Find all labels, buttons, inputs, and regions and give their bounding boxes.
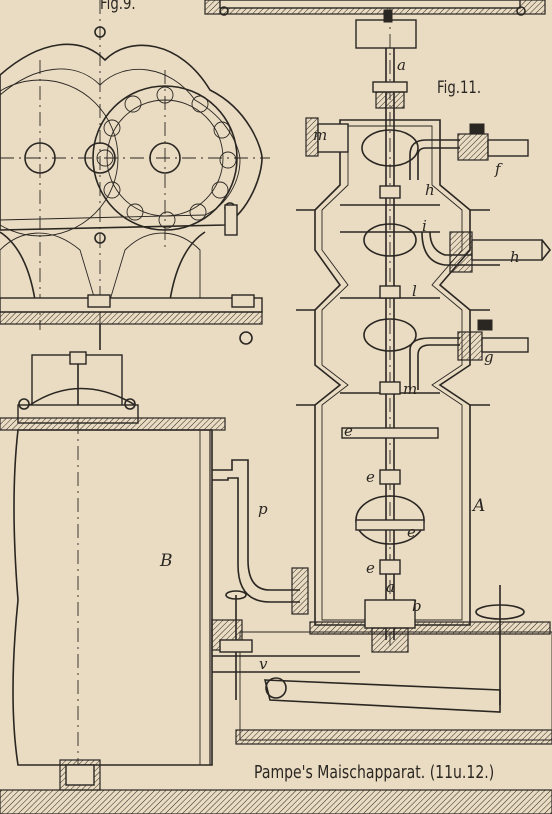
fig11-mash-column (235, 8, 552, 745)
label-g: g (484, 348, 494, 366)
fig11-title: Fig.11. (437, 78, 482, 98)
label-B: B (160, 551, 173, 571)
label-a-top: a (397, 56, 406, 74)
label-p: p (258, 500, 268, 518)
fig9-title: Fig.9. (100, 0, 136, 14)
fig9-gear-pump (0, 0, 546, 350)
label-l: l (412, 282, 417, 300)
label-h-pipe: h (510, 248, 520, 266)
label-i: i (422, 217, 427, 235)
label-v: v (259, 655, 268, 673)
plate-caption: Pampe's Maischapparat. (11u.12.) (254, 762, 495, 783)
label-e-1: e (344, 422, 353, 440)
label-b: b (412, 597, 422, 615)
label-m-mid: m (403, 380, 418, 398)
label-e-4: e (366, 559, 375, 577)
label-e-3: e (407, 523, 416, 541)
label-e-2: e (366, 468, 375, 486)
label-f: f (495, 160, 501, 178)
label-h-mid: h (425, 181, 435, 199)
label-A: A (473, 496, 486, 516)
label-a-low: a (386, 578, 395, 596)
vessel-b (0, 351, 552, 814)
label-m-inlet: m (313, 126, 328, 144)
